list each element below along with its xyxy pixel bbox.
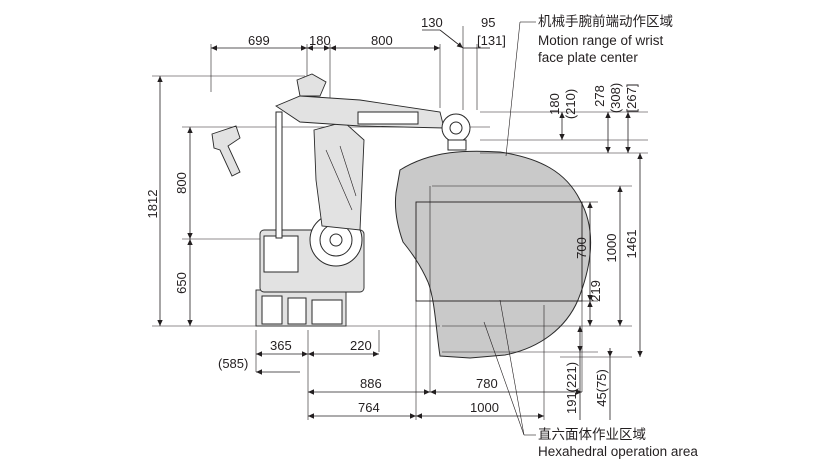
motion-range-label-cn: 机械手腕前端动作区域 — [538, 13, 673, 29]
motion-range-area — [395, 150, 591, 359]
captions: 机械手腕前端动作区域 Motion range of wrist face pl… — [538, 13, 698, 459]
dim-699: 699 — [248, 33, 270, 48]
dim-365: 365 — [270, 338, 292, 353]
hexahedral-area-label-en: Hexahedral operation area — [538, 444, 698, 459]
motion-range-shape — [395, 150, 591, 359]
leader-lines — [483, 21, 536, 436]
dimension-texts: 699 180 800 130 95 [131] 1812 800 650 36… — [145, 15, 639, 415]
lower-arm — [313, 121, 365, 231]
dim-95: 95 — [481, 15, 495, 30]
dim-308: (308) — [608, 83, 623, 113]
wrist-ghost-position — [211, 125, 241, 177]
dimension-lines — [157, 29, 643, 420]
dim-45-75: 45(75) — [594, 369, 609, 407]
parallel-link — [275, 111, 283, 239]
dim-220: 220 — [350, 338, 372, 353]
dim-700: 700 — [574, 237, 589, 259]
dim-180-top: 180 — [309, 33, 331, 48]
dim-585: (585) — [218, 356, 248, 371]
dim-130: 130 — [421, 15, 443, 30]
hexahedral-area-label-cn: 直六面体作业区域 — [538, 427, 646, 442]
robot-drawing — [211, 73, 471, 327]
dim-1000-horizontal: 1000 — [470, 400, 499, 415]
motion-range-label-en-1: Motion range of wrist — [538, 33, 664, 48]
hexahedral-area-box — [415, 201, 583, 302]
dim-764: 764 — [358, 400, 380, 415]
dim-1812: 1812 — [145, 190, 160, 219]
dim-800-top: 800 — [371, 33, 393, 48]
dim-780: 780 — [476, 376, 498, 391]
dim-800-vertical: 800 — [174, 172, 189, 194]
dim-267: [267] — [624, 84, 639, 113]
dim-210: (210) — [563, 89, 578, 119]
dim-191-221: 191(221) — [564, 362, 579, 414]
motion-range-label-en-2: face plate center — [538, 50, 638, 65]
dim-131: [131] — [477, 33, 506, 48]
wrist-face-plate — [447, 139, 467, 151]
dim-1000-vertical: 1000 — [604, 234, 619, 263]
dim-650: 650 — [174, 272, 189, 294]
dim-1461: 1461 — [624, 230, 639, 259]
dim-180-right: 180 — [547, 93, 562, 115]
dim-886: 886 — [360, 376, 382, 391]
counterweight-tip — [296, 73, 327, 97]
dim-278: 278 — [592, 85, 607, 107]
dim-219: 219 — [588, 280, 603, 302]
